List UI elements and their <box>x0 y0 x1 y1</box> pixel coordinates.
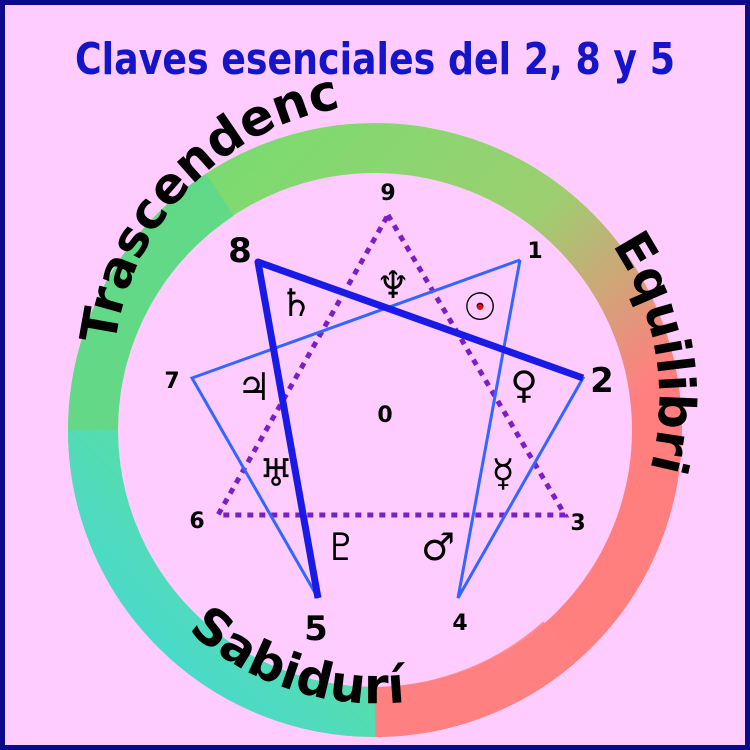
pluto-icon: ♇ <box>324 525 358 569</box>
point-4: 4 <box>452 611 467 636</box>
uranus-icon: ♅ <box>259 451 293 495</box>
point-7: 7 <box>164 369 179 394</box>
point-3: 3 <box>570 511 585 536</box>
point-8: 8 <box>228 231 252 271</box>
outer-ring <box>68 123 682 737</box>
point-6: 6 <box>189 509 204 534</box>
mars-icon: ♂ <box>421 525 455 569</box>
sun-center-dot <box>477 304 483 310</box>
neptune-icon: ♆ <box>376 263 410 307</box>
triangle-369 <box>213 210 570 518</box>
point-5: 5 <box>304 609 328 649</box>
page-title: Claves esenciales del 2, 8 y 5 <box>75 34 675 85</box>
key-path-285 <box>254 258 585 599</box>
venus-icon: ♀ <box>510 363 538 407</box>
saturn-icon: ♄ <box>279 281 313 325</box>
point-9: 9 <box>380 181 395 206</box>
point-0: 0 <box>377 403 392 428</box>
point-2: 2 <box>590 361 614 401</box>
point-1: 1 <box>527 239 542 264</box>
jupiter-icon: ♃ <box>237 365 271 409</box>
mercury-icon: ☿ <box>491 451 514 495</box>
